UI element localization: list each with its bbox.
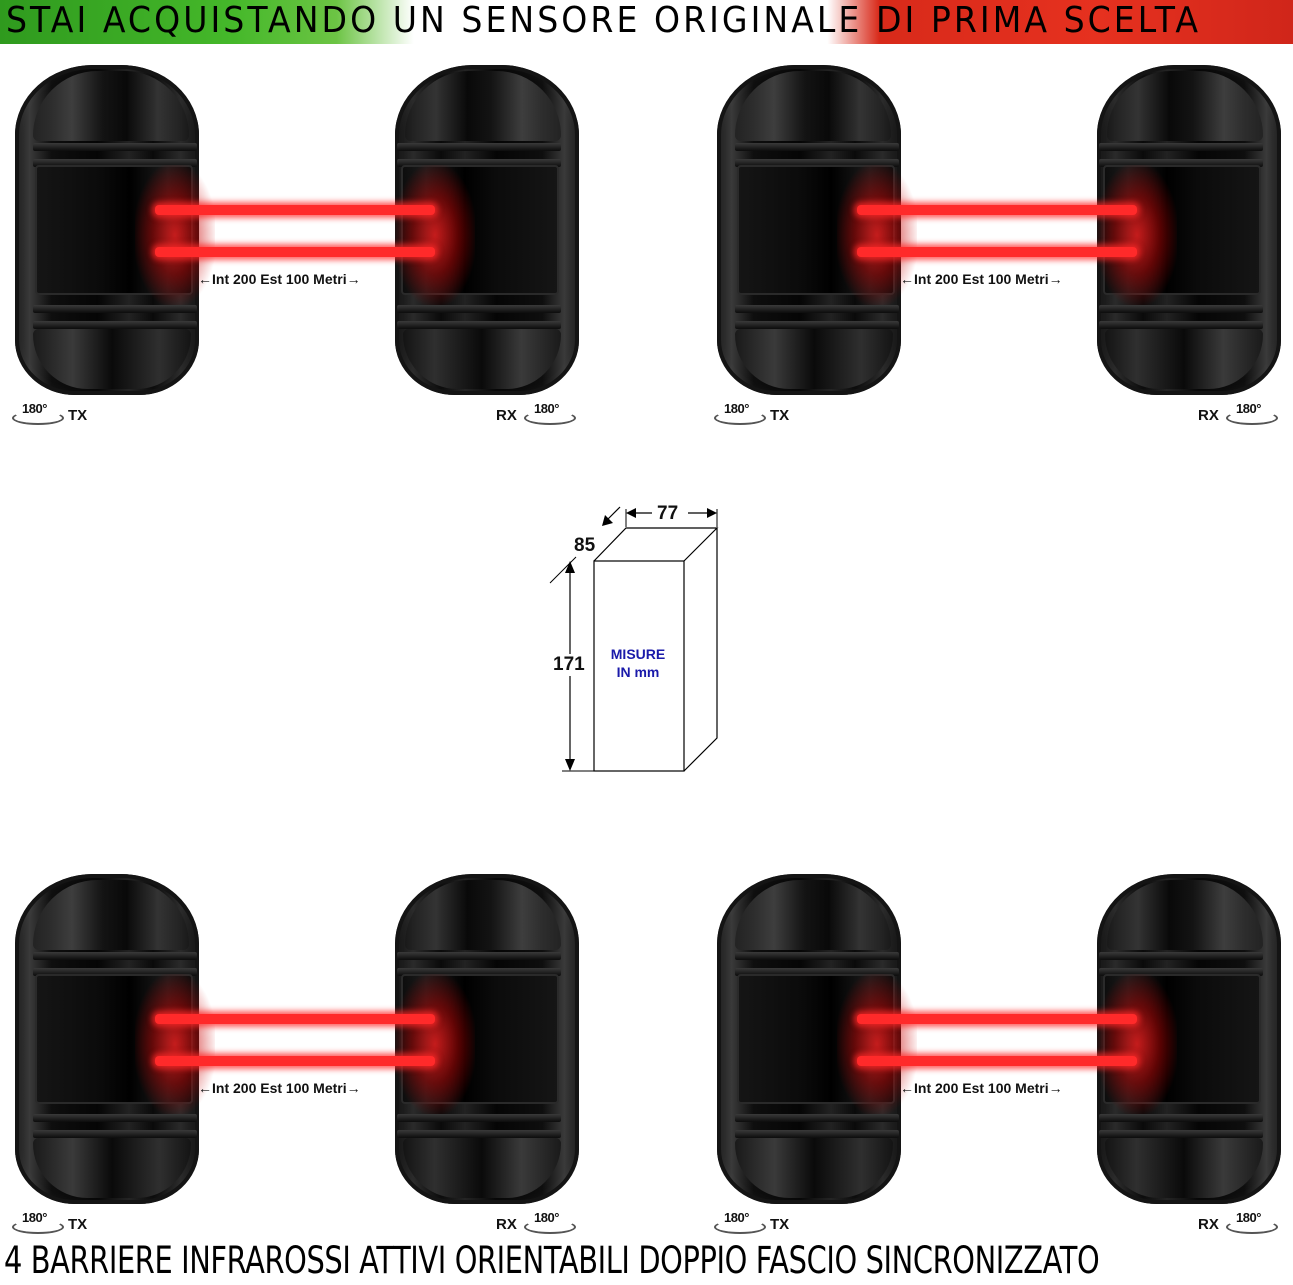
dimension-diagram: 77 85 171 MISURE IN mm <box>540 495 740 785</box>
tx-label: TX <box>770 1216 790 1233</box>
width-label: 77 <box>657 503 679 524</box>
units-note-line2: IN mm <box>616 664 660 680</box>
ir-beam-upper <box>857 1014 1137 1024</box>
ir-beam-upper <box>155 205 435 215</box>
depth-label: 85 <box>574 535 596 556</box>
sensor-pair-3: ←Int 200 Est 100 Metri→ 180° TX RX 180° <box>10 864 590 1234</box>
sensor-pair-2: ←Int 200 Est 100 Metri→ 180° TX RX 180° <box>712 55 1292 425</box>
rx-glow <box>395 165 475 305</box>
rotation-icon: 180° <box>10 1210 70 1237</box>
range-label: ←Int 200 Est 100 Metri→ <box>900 1080 1063 1096</box>
rx-glow <box>1097 165 1177 305</box>
range-label: ←Int 200 Est 100 Metri→ <box>198 271 361 287</box>
rotation-icon: 180° <box>1224 401 1284 428</box>
header-banner: STAI ACQUISTANDO UN SENSORE ORIGINALE DI… <box>0 0 1293 44</box>
tx-label: TX <box>68 1216 88 1233</box>
rotation-icon: 180° <box>522 401 582 428</box>
rx-label: RX <box>496 407 517 424</box>
rotation-icon: 180° <box>522 1210 582 1237</box>
rx-label: RX <box>1198 1216 1219 1233</box>
box-outline-icon <box>549 506 719 772</box>
ir-beam-lower <box>857 1056 1137 1066</box>
range-label: ←Int 200 Est 100 Metri→ <box>900 271 1063 287</box>
ir-beam-lower <box>155 1056 435 1066</box>
units-note-line1: MISURE <box>610 646 666 662</box>
rotation-icon: 180° <box>1224 1210 1284 1237</box>
rotation-icon: 180° <box>712 401 772 428</box>
height-label: 171 <box>553 654 585 676</box>
tx-label: TX <box>770 407 790 424</box>
rotation-icon: 180° <box>712 1210 772 1237</box>
tx-glow <box>135 165 215 305</box>
ir-beam-upper <box>155 1014 435 1024</box>
rx-label: RX <box>496 1216 517 1233</box>
sensor-pair-4: ←Int 200 Est 100 Metri→ 180° TX RX 180° <box>712 864 1292 1234</box>
tx-glow <box>837 165 917 305</box>
units-note: MISURE IN mm <box>598 645 678 681</box>
banner-title: STAI ACQUISTANDO UN SENSORE ORIGINALE DI… <box>6 0 1202 41</box>
ir-beam-upper <box>857 205 1137 215</box>
range-label: ←Int 200 Est 100 Metri→ <box>198 1080 361 1096</box>
rx-glow <box>1097 974 1177 1114</box>
tx-label: TX <box>68 407 88 424</box>
footer-title: 4 BARRIERE INFRAROSSI ATTIVI ORIENTABILI… <box>4 1239 1100 1282</box>
ir-beam-lower <box>857 247 1137 257</box>
ir-beam-lower <box>155 247 435 257</box>
rx-label: RX <box>1198 407 1219 424</box>
sensor-pair-1: ←Int 200 Est 100 Metri→ 180° TX RX 180° <box>10 55 590 425</box>
rx-glow <box>395 974 475 1114</box>
tx-glow <box>837 974 917 1114</box>
rotation-icon: 180° <box>10 401 70 428</box>
tx-glow <box>135 974 215 1114</box>
